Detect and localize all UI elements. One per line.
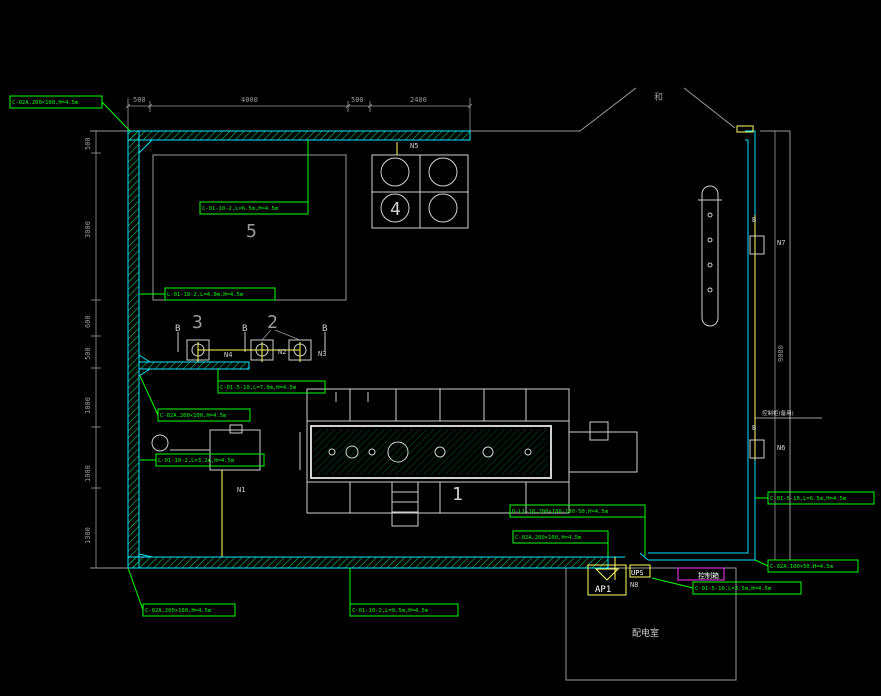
tag-n7: N7	[777, 239, 785, 247]
left-dimension-line	[91, 130, 101, 569]
left-unit	[151, 424, 261, 471]
cable-label-10: C-01-10-2,L=9.5m,H=4.5m	[352, 608, 429, 614]
dim-left-6: 1000	[84, 465, 92, 482]
outer-boundary	[90, 87, 791, 681]
tag-n5: N5	[410, 142, 418, 150]
cable-label-9: C-02A,200×100,H=4.5m	[145, 608, 212, 614]
equipment-1	[299, 388, 638, 527]
control-box: 控制箱	[677, 567, 725, 581]
dim-top-2: 4000	[241, 96, 258, 104]
cable-label-6: L-01-10-2,L=3.2m,H=4.5m	[158, 458, 235, 464]
small-units	[177, 332, 326, 361]
tag-n8: N8	[630, 581, 638, 589]
dim-left-1: 500	[84, 137, 92, 150]
cable-label-5: C-02A,200×100,H=4.5m	[160, 413, 227, 419]
top-dimension-line	[125, 98, 473, 131]
dim-left-7: 1300	[84, 527, 92, 544]
cable-label-1: C-02A,200×100,H=4.5m	[12, 100, 79, 106]
equipment-1-label: 1	[452, 484, 463, 505]
tag-n1: N1	[237, 486, 245, 494]
tag-b-4: B	[752, 216, 756, 224]
dim-top-3: 500	[351, 96, 364, 104]
ap1-label: AP1	[595, 585, 611, 595]
room-top-right: 和	[654, 92, 663, 103]
ap1-box: AP1	[587, 564, 627, 596]
side-note: 控制柜(备用)	[762, 409, 794, 417]
right-vertical-unit	[698, 185, 722, 327]
tag-b-3: B	[322, 324, 327, 334]
equipment-4-label: 4	[390, 199, 401, 220]
dim-top-4: 2400	[410, 96, 427, 104]
cable-label-8: C-02A,200×100,H=4.5m	[515, 535, 582, 541]
control-box-label: 控制箱	[698, 571, 719, 580]
cable-label-4: C-01-5-10,L=7.0m,H=4.5m	[220, 385, 297, 391]
equipment-4	[371, 154, 469, 229]
dim-left-5: 1000	[84, 397, 92, 414]
dim-left-3: 600	[84, 315, 92, 328]
cables	[197, 142, 756, 580]
cable-label-7: D-L1-10,200×100-100-50,H=4.5m	[512, 509, 609, 515]
cable-label-11: C-01-5-10,L=6.5m,H=4.5m	[770, 496, 847, 502]
ups-label: UPS	[631, 569, 644, 577]
tag-n3: N3	[318, 350, 326, 358]
tag-b-5: B	[752, 424, 756, 432]
cable-label-12: C-02A,100×50,H=4.5m	[770, 564, 834, 570]
dim-left-2: 3000	[84, 221, 92, 238]
tag-b-2: B	[242, 324, 247, 334]
equipment-2-label: 2	[267, 312, 278, 333]
cable-labels	[9, 95, 875, 617]
ups-box: UPS	[629, 564, 651, 578]
dim-right: 9080	[777, 345, 785, 362]
equipment-3-label: 3	[192, 312, 203, 333]
tag-b-1: B	[175, 324, 180, 334]
cable-label-2: C-01-10-2,L=6.5m,H=4.5m	[202, 206, 279, 212]
tag-n2: N2	[278, 348, 286, 356]
dim-top-1: 500	[133, 96, 146, 104]
equipment-5: 5	[152, 154, 347, 301]
tag-n4: N4	[224, 351, 232, 359]
cable-label-3: L-01-10-2,L=4.0m,H=4.5m	[167, 292, 244, 298]
dim-left-4: 500	[84, 347, 92, 360]
tag-n6: N6	[777, 444, 785, 452]
distribution-room-label: 配电室	[632, 627, 659, 639]
equipment-5-label: 5	[246, 221, 257, 242]
cable-label-13: C-01-5-10,L=3.5m,H=4.5m	[695, 586, 772, 592]
